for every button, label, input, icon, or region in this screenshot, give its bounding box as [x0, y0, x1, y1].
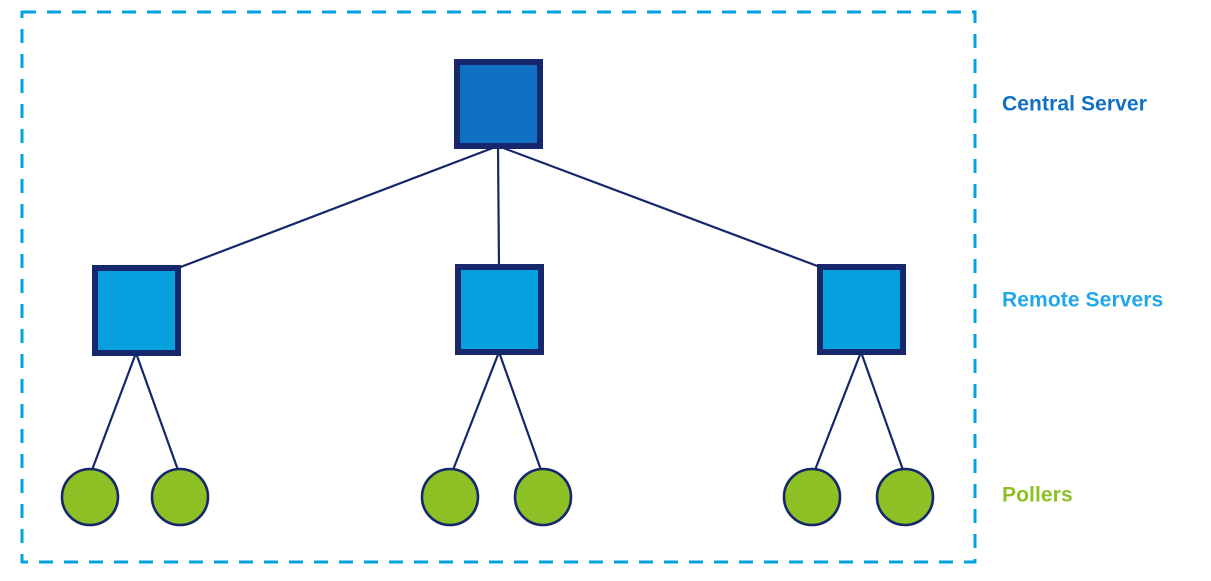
- pollers-tier: [60, 467, 935, 527]
- link-remote-2-to-poller-4: [497, 350, 543, 472]
- deployment-boundary: [20, 10, 977, 564]
- remote-server-node-3[interactable]: [817, 264, 906, 355]
- poller-node-1[interactable]: [60, 467, 120, 527]
- link-remote-3-to-poller-5: [813, 350, 863, 472]
- link-central-to-remote-3: [496, 144, 822, 269]
- tier-label-remote: Remote Servers: [1002, 289, 1163, 312]
- poller-node-4[interactable]: [513, 467, 573, 527]
- poller-node-2[interactable]: [150, 467, 210, 527]
- remote-server-node-2[interactable]: [455, 264, 544, 355]
- tier-label-pollers: Pollers: [1002, 484, 1073, 507]
- central-server-node[interactable]: [454, 59, 543, 149]
- link-remote-1-to-poller-2: [134, 351, 180, 472]
- link-remote-2-to-poller-3: [451, 350, 501, 472]
- tier-label-central: Central Server: [1002, 93, 1147, 116]
- link-remote-1-to-poller-1: [90, 351, 138, 472]
- poller-node-3[interactable]: [420, 467, 480, 527]
- link-central-to-remote-2: [496, 144, 501, 269]
- link-remote-3-to-poller-6: [859, 350, 905, 472]
- link-central-to-remote-1: [176, 144, 500, 270]
- remote-server-node-1[interactable]: [92, 265, 181, 356]
- poller-node-5[interactable]: [782, 467, 842, 527]
- connector-lines: [90, 144, 905, 472]
- poller-node-6[interactable]: [875, 467, 935, 527]
- central-server-tier: [454, 59, 543, 149]
- remote-servers-tier: [92, 264, 906, 356]
